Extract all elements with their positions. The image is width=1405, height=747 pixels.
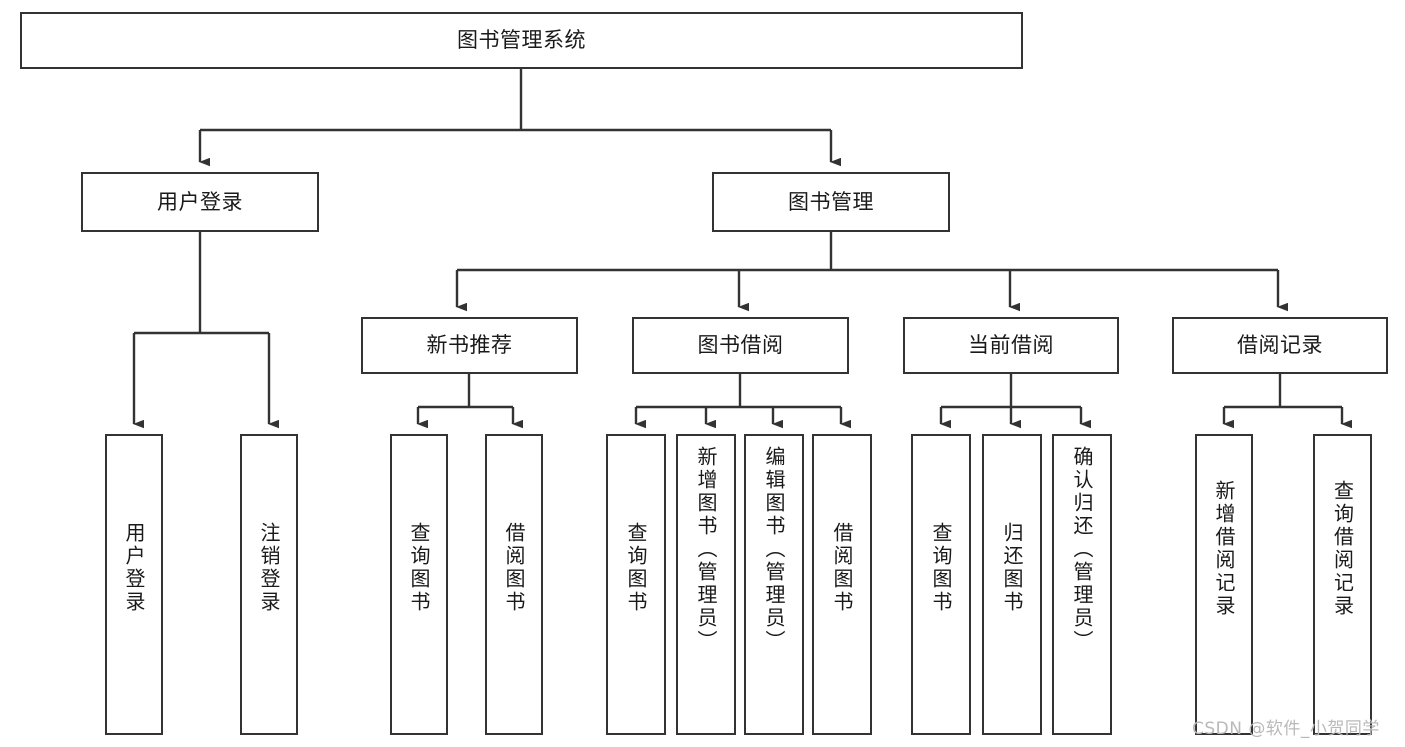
node-leaf-add-record-label: 新增借阅记录 bbox=[1212, 480, 1236, 618]
node-new-book-rec[interactable]: 新书推荐 bbox=[361, 317, 578, 374]
node-leaf-query-book-borrow[interactable]: 查询图书 bbox=[606, 434, 666, 735]
node-book-manage[interactable]: 图书管理 bbox=[712, 172, 950, 232]
node-new-book-rec-label: 新书推荐 bbox=[426, 333, 513, 358]
node-user-login[interactable]: 用户登录 bbox=[81, 172, 319, 232]
watermark-text: CSDN @软件_小贺同学 bbox=[1192, 719, 1380, 739]
node-leaf-query-book-borrow-label: 查询图书 bbox=[624, 522, 648, 614]
node-root[interactable]: 图书管理系统 bbox=[20, 12, 1023, 69]
node-leaf-logout-label: 注销登录 bbox=[257, 522, 281, 614]
node-leaf-borrow-book-rec[interactable]: 借阅图书 bbox=[485, 434, 543, 735]
node-borrow-record-label: 借阅记录 bbox=[1237, 333, 1323, 358]
node-leaf-user-login[interactable]: 用户登录 bbox=[105, 434, 163, 735]
node-leaf-query-book-rec[interactable]: 查询图书 bbox=[390, 434, 448, 735]
node-leaf-query-book-cur-label: 查询图书 bbox=[929, 522, 953, 614]
node-current-borrow-label: 当前借阅 bbox=[968, 333, 1054, 358]
node-leaf-logout[interactable]: 注销登录 bbox=[240, 434, 298, 735]
node-leaf-query-record[interactable]: 查询借阅记录 bbox=[1313, 434, 1372, 735]
node-leaf-borrow-book-rec-label: 借阅图书 bbox=[502, 522, 526, 614]
node-leaf-add-record[interactable]: 新增借阅记录 bbox=[1195, 434, 1253, 735]
node-book-borrow-label: 图书借阅 bbox=[697, 333, 784, 358]
node-leaf-confirm-return[interactable]: 确认归还（管理员） bbox=[1052, 434, 1112, 735]
node-leaf-confirm-return-label: 确认归还（管理员） bbox=[1070, 446, 1094, 653]
node-borrow-record[interactable]: 借阅记录 bbox=[1172, 317, 1388, 374]
node-leaf-borrow-book[interactable]: 借阅图书 bbox=[812, 434, 872, 735]
node-leaf-query-book-rec-label: 查询图书 bbox=[407, 522, 431, 614]
node-leaf-query-book-cur[interactable]: 查询图书 bbox=[911, 434, 971, 735]
node-leaf-borrow-book-label: 借阅图书 bbox=[830, 522, 854, 614]
node-root-label: 图书管理系统 bbox=[457, 28, 586, 53]
node-leaf-edit-book-label: 编辑图书（管理员） bbox=[762, 446, 786, 653]
node-leaf-edit-book[interactable]: 编辑图书（管理员） bbox=[744, 434, 804, 735]
node-current-borrow[interactable]: 当前借阅 bbox=[903, 317, 1119, 374]
node-leaf-return-book-label: 归还图书 bbox=[1000, 522, 1024, 614]
node-leaf-add-book-label: 新增图书（管理员） bbox=[694, 446, 718, 653]
node-leaf-add-book[interactable]: 新增图书（管理员） bbox=[676, 434, 736, 735]
node-leaf-user-login-label: 用户登录 bbox=[122, 522, 146, 614]
node-book-borrow[interactable]: 图书借阅 bbox=[632, 317, 849, 374]
node-book-manage-label: 图书管理 bbox=[788, 189, 874, 214]
node-leaf-return-book[interactable]: 归还图书 bbox=[982, 434, 1042, 735]
node-leaf-query-record-label: 查询借阅记录 bbox=[1330, 480, 1355, 618]
node-user-login-label: 用户登录 bbox=[157, 189, 243, 214]
